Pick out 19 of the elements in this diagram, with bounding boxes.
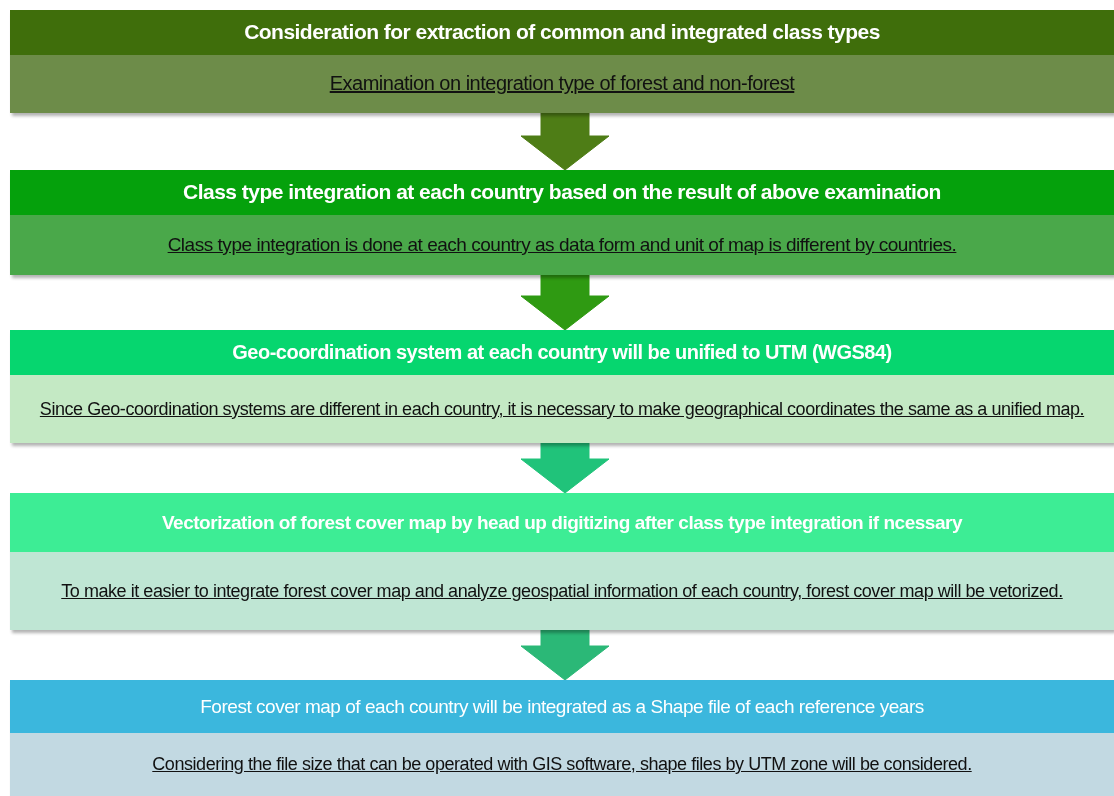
step-heading: Class type integration at each country based on the result of above examination: [183, 179, 941, 206]
step-description: Considering the file size that can be operated with GIS software, shape files by UTM zone will be considered.: [152, 753, 972, 777]
step-heading: Vectorization of forest cover map by head up digitizing after class type integration if ncessary: [161, 510, 963, 535]
block-arrow: [520, 629, 610, 681]
block-arrow: [520, 442, 610, 494]
step-box: [10, 10, 1114, 113]
block-arrow: [520, 274, 610, 331]
step-description: Class type integration is done at each country as data form and unit of map is different by countries.: [167, 232, 957, 257]
step-description: Examination on integration type of forest and non-forest: [329, 71, 795, 97]
step-box: [10, 680, 1114, 796]
step-heading: Geo-coordination system at each country will be unified to UTM (WGS84): [232, 340, 892, 365]
step-description: To make it easier to integrate forest cover map and analyze geospatial information of each country, forest cover map will be vetorized.: [61, 579, 1063, 603]
step-heading: Consideration for extraction of common and integrated class types: [244, 19, 880, 46]
block-arrow: [520, 112, 610, 171]
step-heading: Forest cover map of each country will be integrated as a Shape file of each reference years: [200, 694, 924, 719]
step-box: [10, 330, 1114, 443]
step-description: Since Geo-coordination systems are different in each country, it is necessary to make geographical coordinates the same as a unified map.: [39, 397, 1085, 421]
step-box: [10, 170, 1114, 275]
step-box: [10, 493, 1114, 630]
